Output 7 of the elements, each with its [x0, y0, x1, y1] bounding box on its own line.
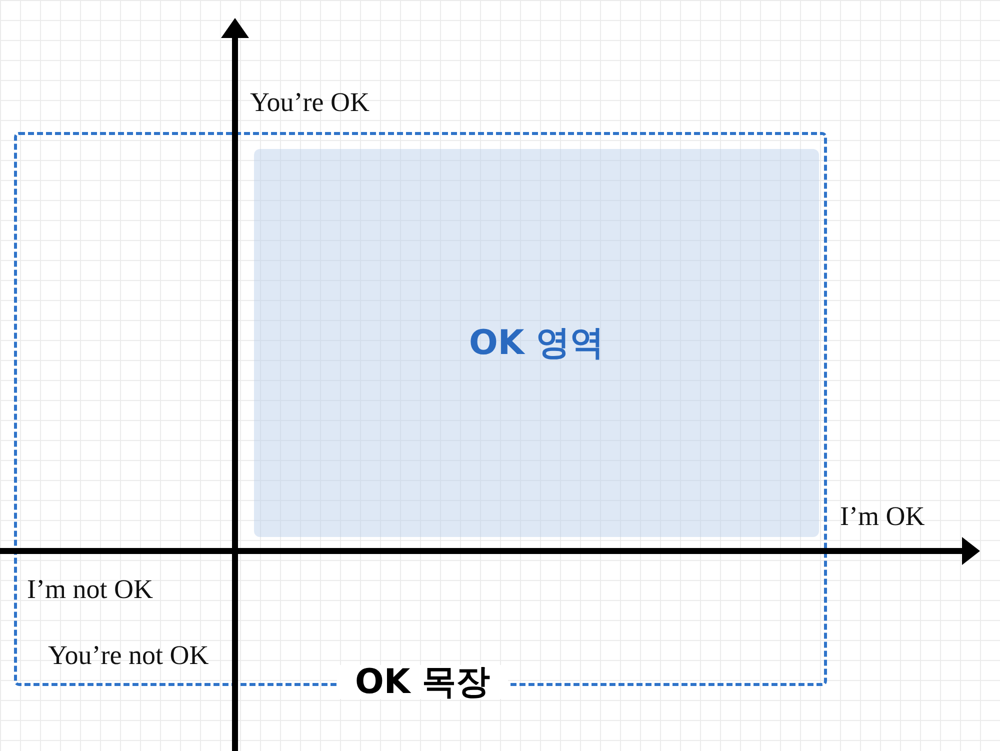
axis-label: You’re not OK [48, 642, 209, 669]
axis-label: I’m not OK [27, 576, 153, 603]
region-label: OK 목장 [337, 665, 508, 699]
axis-label: I’m OK [840, 503, 925, 530]
shaded-region [254, 149, 819, 537]
axis-label: You’re OK [250, 89, 370, 116]
region-label: OK 영역 [468, 326, 604, 360]
